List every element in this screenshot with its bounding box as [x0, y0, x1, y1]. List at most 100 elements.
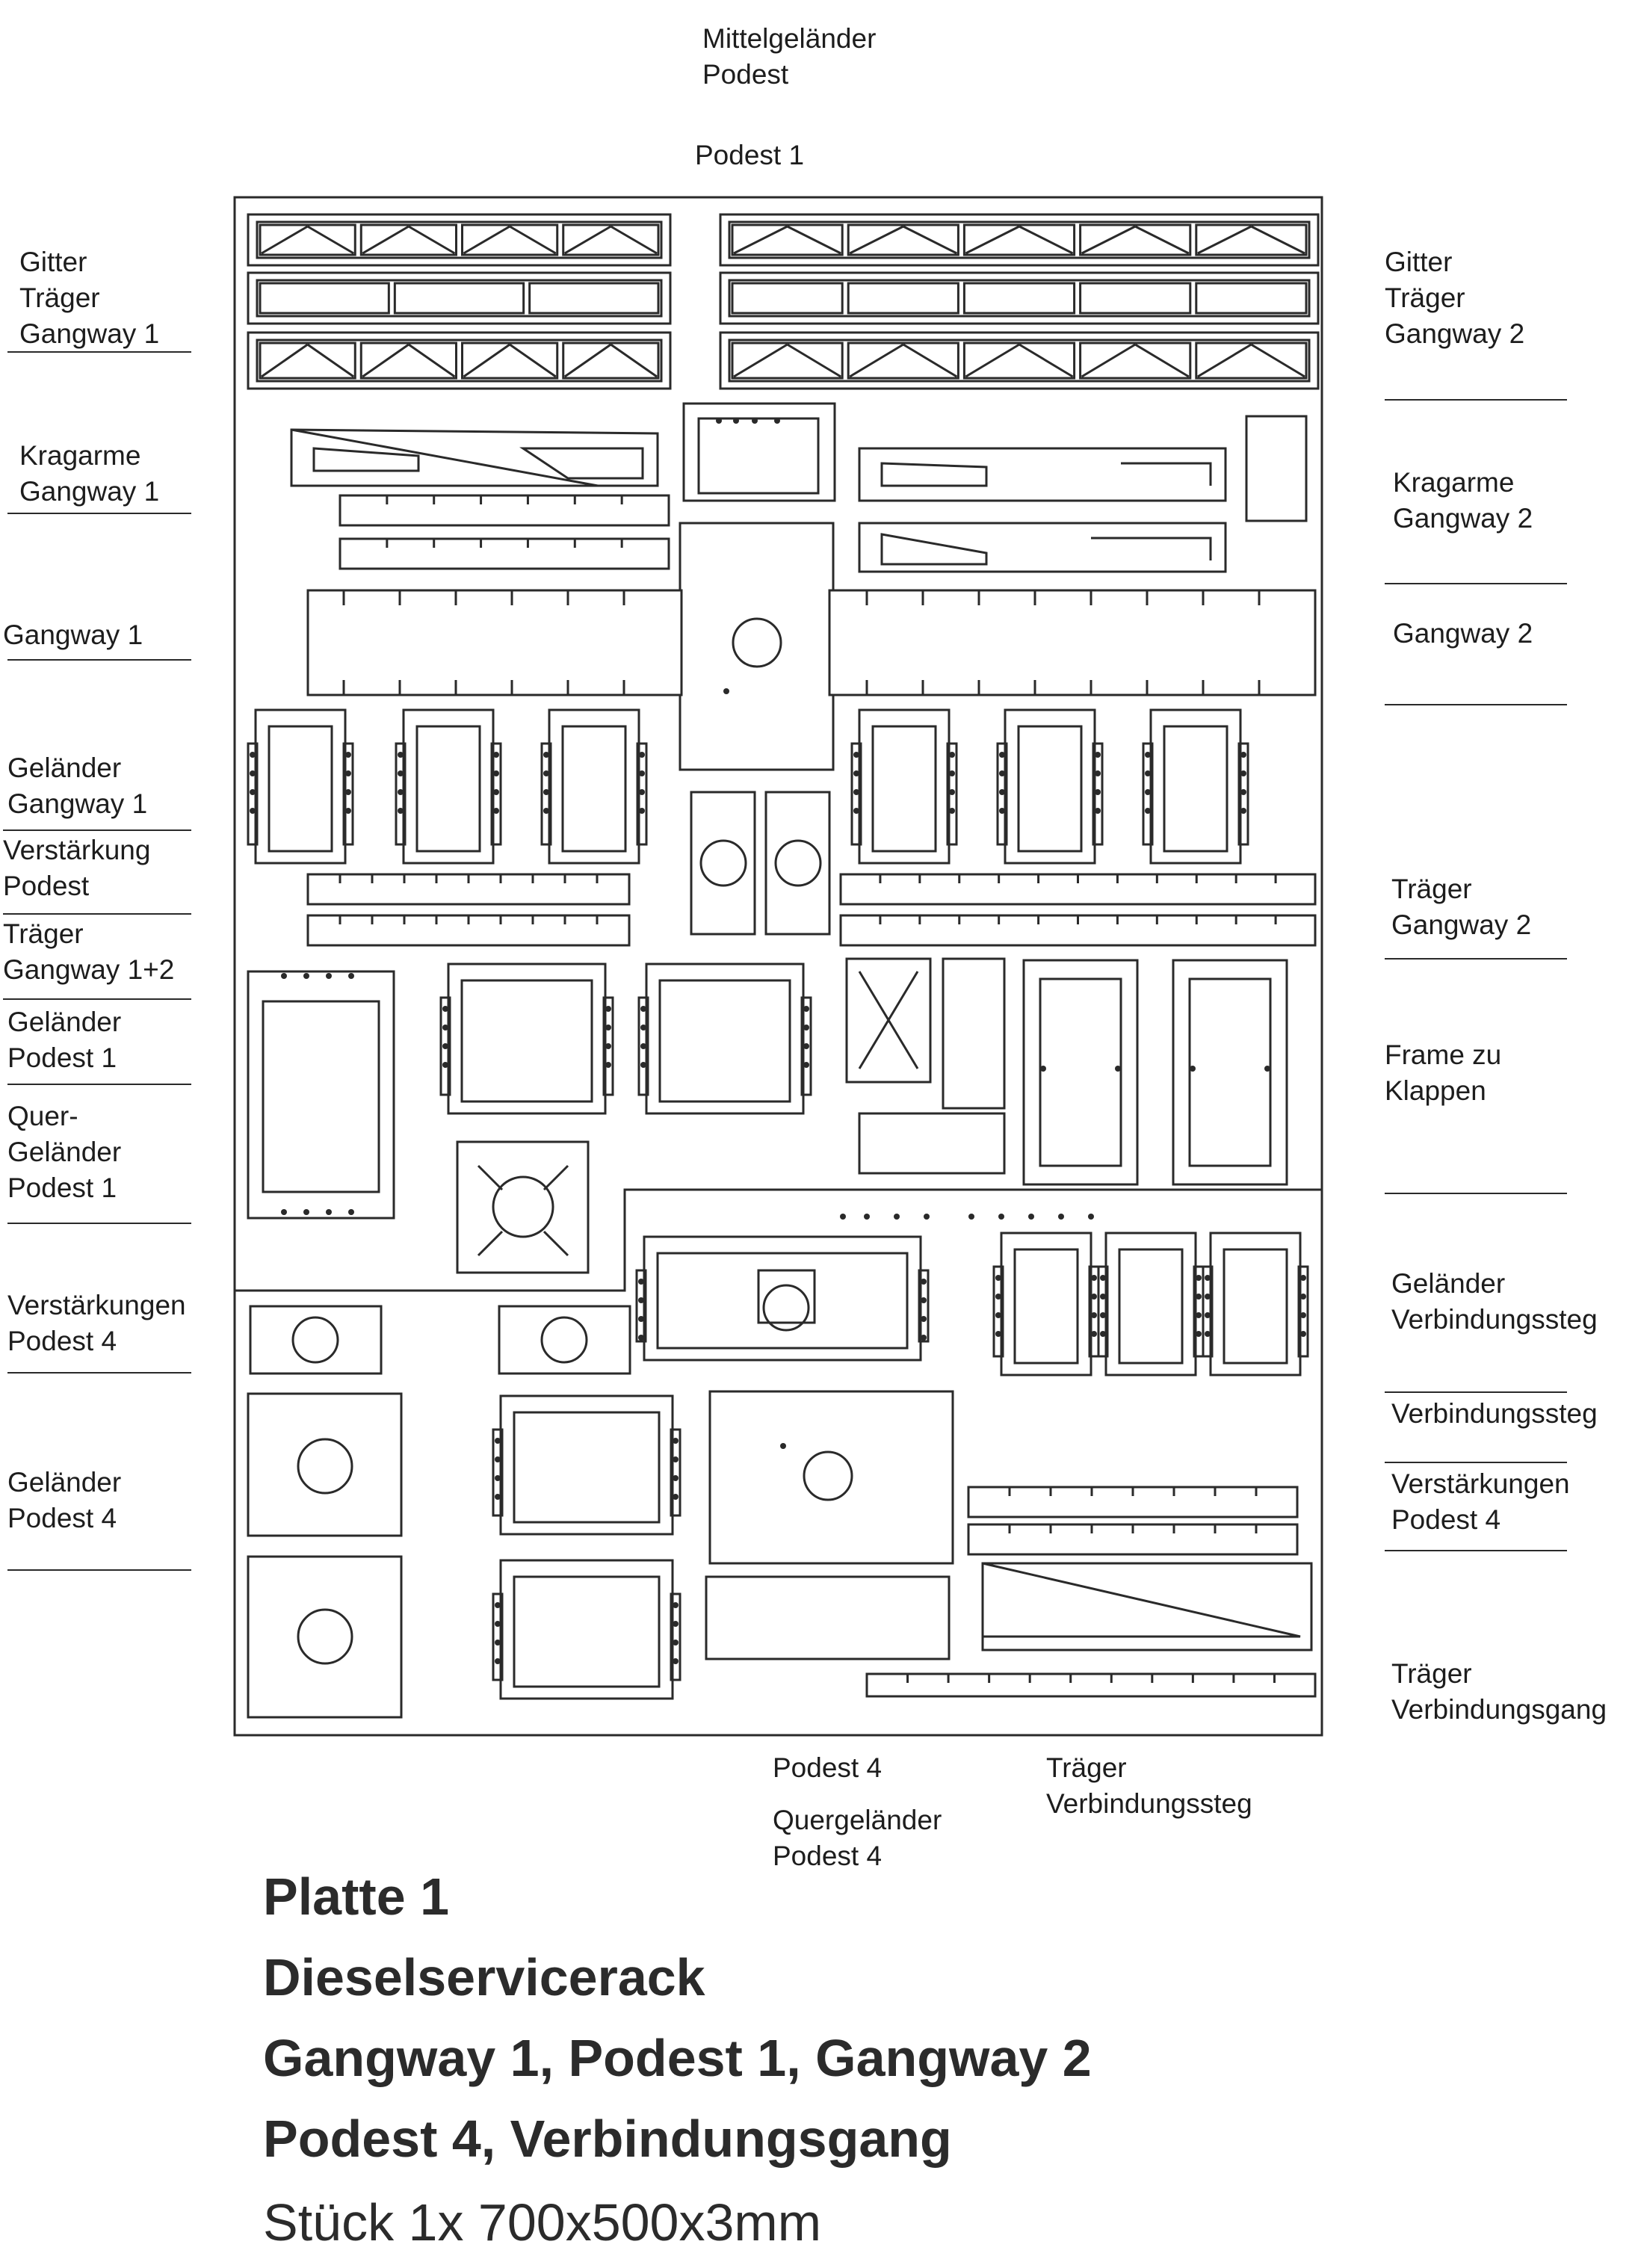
railing-post	[540, 742, 552, 846]
hole-dot	[803, 1062, 809, 1068]
railing-opening	[656, 1252, 909, 1350]
hole-dot	[639, 808, 645, 814]
hole-dot	[1205, 1331, 1211, 1337]
hole-dot	[605, 1043, 611, 1049]
railing-frame	[254, 708, 347, 865]
hole-dot	[1145, 789, 1151, 795]
label-line: Gangway 1	[19, 318, 160, 349]
leader-line	[7, 1372, 191, 1374]
hole-dot	[495, 1438, 501, 1444]
reinforcement-plate	[1245, 415, 1308, 522]
hole-dot	[1100, 1275, 1106, 1281]
hole-dot	[281, 973, 287, 979]
hole-dot	[673, 1475, 679, 1481]
hole-dot	[752, 418, 758, 424]
hole-dot	[949, 752, 955, 758]
hatch-frame	[1172, 959, 1288, 1186]
girder-strip	[865, 1672, 1317, 1698]
hole-dot	[326, 973, 332, 979]
lattice-panel	[1195, 223, 1308, 256]
leader-line	[7, 1223, 191, 1224]
railing-frame	[643, 1235, 922, 1362]
hole-dot	[639, 789, 645, 795]
hole-dot	[1196, 1312, 1202, 1318]
hole-dot	[723, 688, 729, 694]
cantilever-arm	[858, 447, 1227, 502]
railing-frame	[645, 962, 805, 1115]
lattice-panel	[1195, 282, 1308, 315]
railing-post	[602, 996, 614, 1096]
lattice-panel	[847, 282, 959, 315]
hole-dot	[543, 789, 549, 795]
label-line: Gitter	[1385, 247, 1453, 277]
railing-opening	[1017, 725, 1083, 853]
hole-dot	[250, 789, 256, 795]
hole-dot	[1100, 1294, 1106, 1300]
hole-dot	[640, 1025, 646, 1031]
reinforcement-podest	[764, 791, 831, 936]
label-line: Podest 1	[7, 1042, 117, 1073]
hole-dot	[995, 1275, 1001, 1281]
railing-frame	[1209, 1232, 1302, 1376]
label-line: Quer-	[7, 1101, 78, 1131]
hole-dot	[638, 1297, 644, 1303]
lattice-panel	[962, 282, 1076, 315]
hole-dot	[894, 1214, 900, 1220]
label-line: Podest 4	[1391, 1504, 1501, 1535]
title-platte: Platte 1	[263, 1867, 449, 1926]
lattice-diagonal	[261, 225, 355, 255]
label-line: Verbindungssteg	[1391, 1304, 1598, 1335]
label-line: Gangway 2	[1391, 909, 1532, 940]
hole-dot	[673, 1621, 679, 1627]
label-line: Geländer	[7, 1467, 122, 1498]
hole-dot	[1196, 1294, 1202, 1300]
lattice-diagonal	[849, 225, 958, 255]
reinforcement-podest4	[249, 1305, 383, 1375]
gangway-deck	[306, 589, 683, 696]
hole-dot	[1100, 1312, 1106, 1318]
title-dieselservicerack: Dieselservicerack	[263, 1948, 705, 2006]
hole-dot	[495, 1640, 501, 1646]
hole-dot	[803, 1006, 809, 1012]
hole-dot	[639, 770, 645, 776]
lattice-girder-inner	[256, 220, 663, 259]
lattice-panel	[847, 223, 959, 256]
lattice-diagonal	[563, 225, 658, 255]
leader-line	[7, 1084, 191, 1085]
hatch-plate	[858, 1112, 1006, 1175]
lattice-panel	[461, 223, 559, 256]
label-gelaender-verbindungssteg: Geländer Verbindungssteg	[1391, 1266, 1598, 1338]
gangway-hub	[757, 1269, 816, 1324]
railing-opening	[1013, 1248, 1079, 1365]
label-line: Träger	[19, 282, 100, 313]
title-gangways: Gangway 1, Podest 1, Gangway 2	[263, 2029, 1092, 2087]
hole-dot	[1095, 752, 1101, 758]
hole-dot	[495, 1475, 501, 1481]
title-dimensions: Stück 1x 700x500x3mm	[263, 2193, 822, 2252]
platform-podest1	[679, 522, 835, 771]
lattice-diagonal	[1197, 225, 1305, 255]
leader-line	[3, 829, 191, 831]
label-traeger-verbindungsgang: Träger Verbindungsgang	[1391, 1656, 1607, 1728]
cantilever-arm-detail	[880, 533, 1212, 566]
hole-dot	[921, 1335, 927, 1341]
railing-post	[635, 1269, 647, 1343]
label-verbindungssteg: Verbindungssteg	[1391, 1396, 1598, 1432]
label-frame-zu-klappen: Frame zu Klappen	[1385, 1037, 1501, 1109]
railing-frame	[447, 962, 607, 1115]
railing-post	[636, 742, 648, 846]
label-line: Podest	[702, 59, 789, 90]
railing-post	[342, 742, 354, 846]
hole-dot	[345, 789, 351, 795]
hole-dot	[1300, 1312, 1306, 1318]
label-traeger-verbindungssteg: Träger Verbindungssteg	[1046, 1750, 1252, 1822]
hole-dot	[493, 770, 499, 776]
hole-dot	[543, 808, 549, 814]
hole-dot	[949, 808, 955, 814]
railing-post	[490, 742, 502, 846]
lattice-panel	[731, 223, 844, 256]
hole-dot	[250, 752, 256, 758]
hole-dot	[281, 1209, 287, 1215]
label-line: Verbindungssteg	[1046, 1788, 1252, 1819]
hole-dot	[853, 752, 859, 758]
